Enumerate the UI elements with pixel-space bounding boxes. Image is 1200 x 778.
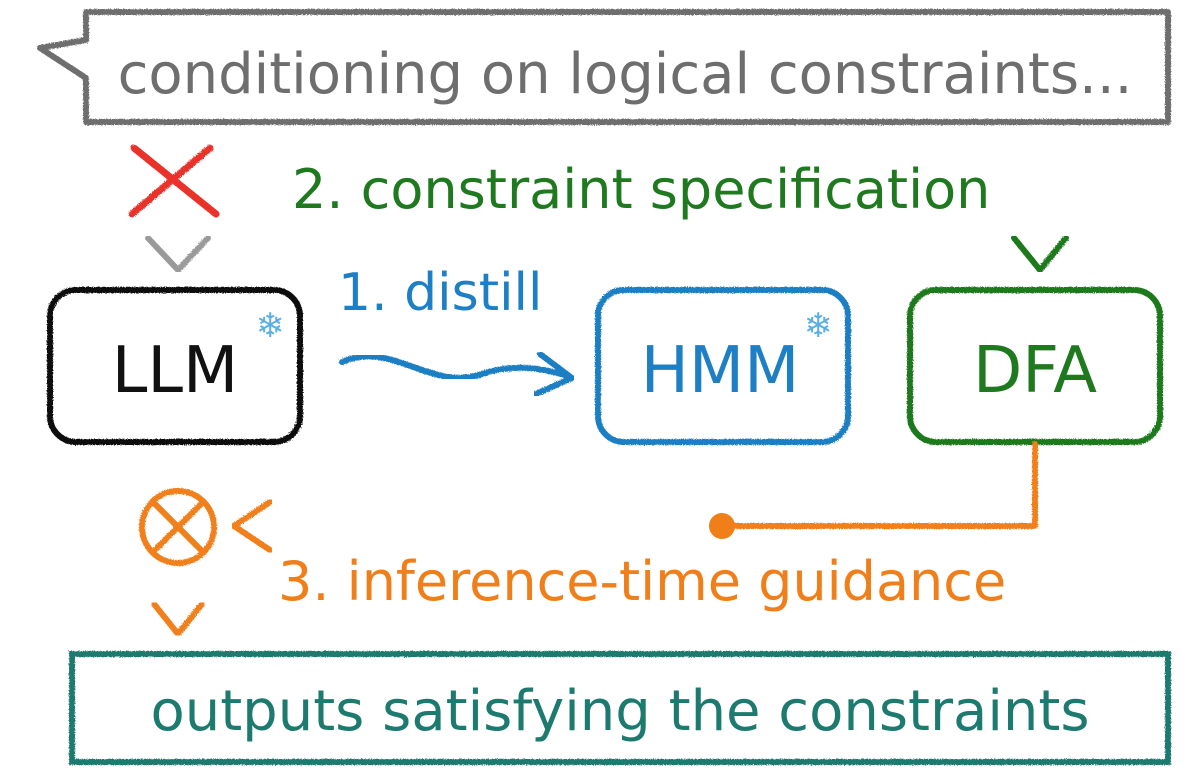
snowflake-icon: ❄	[804, 306, 833, 346]
constraint-spec-arrow: 2. constraint specification	[292, 147, 1069, 273]
hmm-node: HMM ❄	[595, 287, 851, 445]
hmm-label: HMM	[641, 334, 800, 408]
prompt-text: conditioning on logical constraints...	[118, 42, 1133, 107]
output-box: outputs satisfying the constraints	[69, 651, 1171, 765]
distill-label: 1. distill	[338, 263, 542, 323]
blocked-arrow	[128, 137, 220, 273]
distill-arrow-head	[533, 351, 575, 397]
gray-arrow-head	[145, 235, 211, 273]
prompt-bubble-outline	[37, 9, 1171, 125]
snowflake-icon: ❄	[256, 306, 285, 346]
circled-times-icon	[139, 488, 217, 566]
guidance-arrow-head	[231, 499, 273, 553]
output-arrow-head	[151, 601, 205, 637]
guidance-connector: 3. inference-time guidance	[231, 441, 1038, 613]
distill-arrow: 1. distill	[338, 263, 575, 397]
dfa-connector	[719, 441, 1038, 529]
llm-node: LLM ❄	[47, 287, 303, 445]
output-box-outline	[69, 651, 1171, 765]
distill-arrow-curve	[339, 353, 571, 381]
dfa-node: DFA	[907, 287, 1163, 445]
llm-label: LLM	[112, 334, 239, 408]
guidance-label: 3. inference-time guidance	[278, 550, 1006, 613]
output-arrow	[151, 563, 205, 637]
dfa-label: DFA	[973, 334, 1097, 408]
prompt-bubble: conditioning on logical constraints...	[37, 9, 1171, 125]
constraint-spec-label: 2. constraint specification	[292, 158, 990, 221]
output-text: outputs satisfying the constraints	[150, 679, 1089, 744]
llm-box	[47, 287, 303, 445]
green-arrow-head	[1011, 235, 1069, 273]
red-cross-icon	[128, 144, 220, 218]
